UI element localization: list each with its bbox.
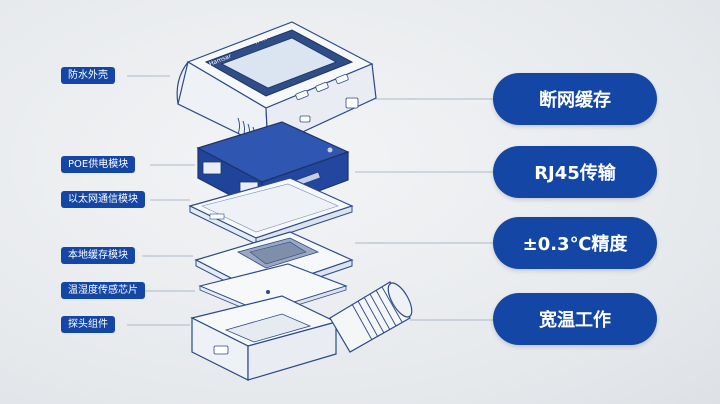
left-leader-lines (127, 75, 195, 326)
feature-rj45: RJ45传输 (493, 146, 657, 198)
label-probe: 探头组件 (61, 316, 115, 333)
label-sensor-chip: 温湿度传感芯片 (61, 282, 145, 299)
label-housing: 防水外壳 (61, 67, 115, 84)
feature-offline-cache: 断网缓存 (493, 73, 657, 125)
right-leader-lines (355, 98, 493, 321)
feature-accuracy: ±0.3℃精度 (493, 217, 657, 269)
model-text: H-TH (255, 36, 269, 46)
waterproof-housing: Hamsar H-TH (176, 21, 377, 149)
label-cache-module: 本地缓存模块 (61, 247, 135, 264)
label-ethernet-module: 以太网通信模块 (61, 191, 145, 208)
probe-assembly (190, 281, 413, 381)
feature-wide-temp: 宽温工作 (493, 293, 657, 345)
label-poe-module: POE供电模块 (61, 156, 136, 173)
